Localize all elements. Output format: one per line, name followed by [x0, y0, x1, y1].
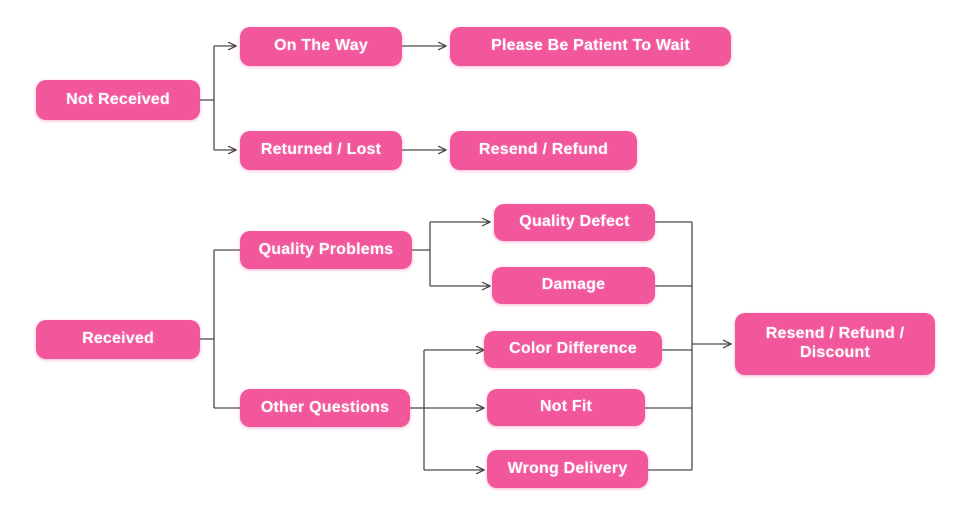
node-not-fit[interactable]: Not Fit [487, 389, 645, 426]
node-damage[interactable]: Damage [492, 267, 655, 304]
node-resend-refund[interactable]: Resend / Refund [450, 131, 637, 170]
node-other-questions[interactable]: Other Questions [240, 389, 410, 427]
node-received[interactable]: Received [36, 320, 200, 359]
node-resend-refund-discount[interactable]: Resend / Refund / Discount [735, 313, 935, 375]
node-color-difference[interactable]: Color Difference [484, 331, 662, 368]
node-quality-problems[interactable]: Quality Problems [240, 231, 412, 269]
node-wrong-delivery[interactable]: Wrong Delivery [487, 450, 648, 488]
node-returned-lost[interactable]: Returned / Lost [240, 131, 402, 170]
node-quality-defect[interactable]: Quality Defect [494, 204, 655, 241]
node-not-received[interactable]: Not Received [36, 80, 200, 120]
node-please-be-patient-to-wait[interactable]: Please Be Patient To Wait [450, 27, 731, 66]
node-on-the-way[interactable]: On The Way [240, 27, 402, 66]
